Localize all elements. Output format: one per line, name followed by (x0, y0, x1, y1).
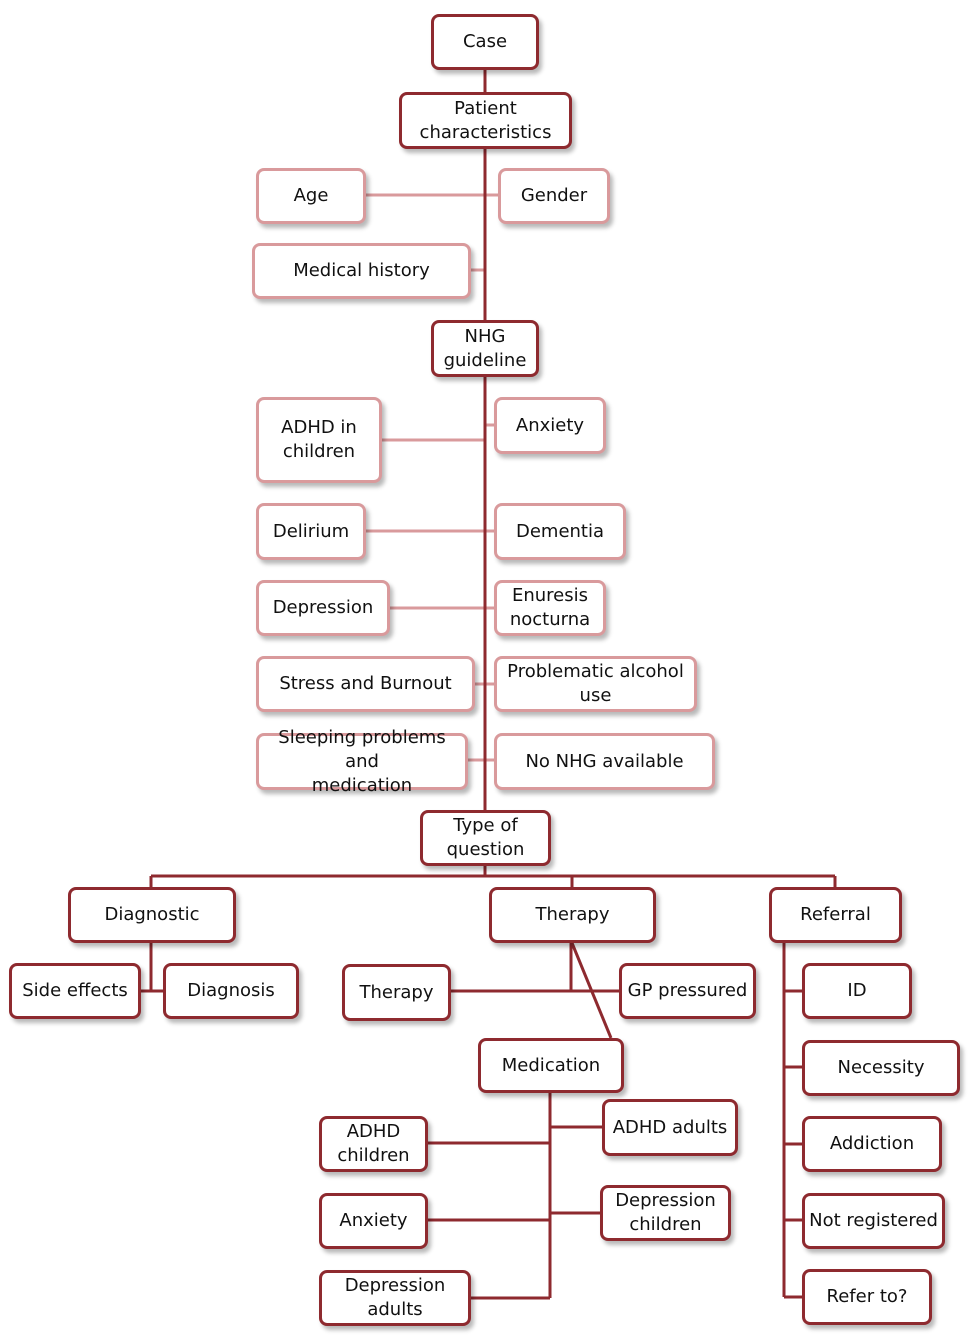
depression-adults-node: Depression adults (319, 1270, 471, 1326)
adhd-adults-node: ADHD adults (602, 1099, 738, 1156)
stress-burnout-node: Stress and Burnout (256, 656, 475, 712)
dementia-node: Dementia (494, 503, 626, 560)
adhd-in-children-node: ADHD in children (256, 397, 382, 483)
diagnostic-node: Diagnostic (68, 887, 236, 943)
type-of-question-node: Type of question (420, 810, 551, 866)
enuresis-nocturna-node: Enuresis nocturna (494, 580, 606, 636)
addiction-node: Addiction (802, 1116, 942, 1172)
no-nhg-available-node: No NHG available (494, 733, 715, 790)
patient-characteristics-node: Patient characteristics (399, 92, 572, 149)
side-effects-node: Side effects (9, 963, 141, 1019)
id-node: ID (802, 963, 912, 1019)
referral-node: Referral (769, 887, 902, 943)
therapy-node: Therapy (489, 887, 656, 943)
delirium-node: Delirium (256, 503, 366, 560)
gender-node: Gender (498, 168, 610, 224)
depression-children-node: Depression children (600, 1185, 731, 1241)
refer-to-node: Refer to? (802, 1269, 932, 1325)
diagnosis-node: Diagnosis (163, 963, 299, 1019)
anxiety-guideline-node: Anxiety (494, 397, 606, 454)
sleeping-problems-node: Sleeping problems and medication (256, 727, 468, 796)
medication-node: Medication (478, 1038, 624, 1093)
line-therapy-medication (570, 942, 613, 1039)
problematic-alcohol-use-node: Problematic alcohol use (494, 656, 697, 712)
adhd-children-medication-node: ADHD children (319, 1116, 428, 1172)
medical-history-node: Medical history (252, 243, 471, 299)
age-node: Age (256, 168, 366, 224)
not-registered-node: Not registered (802, 1193, 945, 1249)
nhg-guideline-node: NHG guideline (431, 320, 539, 377)
gp-pressured-node: GP pressured (619, 963, 756, 1019)
anxiety-medication-node: Anxiety (319, 1193, 428, 1249)
case-node: Case (431, 14, 539, 70)
depression-guideline-node: Depression (256, 580, 390, 636)
therapy-sub-node: Therapy (342, 964, 451, 1021)
necessity-node: Necessity (802, 1040, 960, 1096)
